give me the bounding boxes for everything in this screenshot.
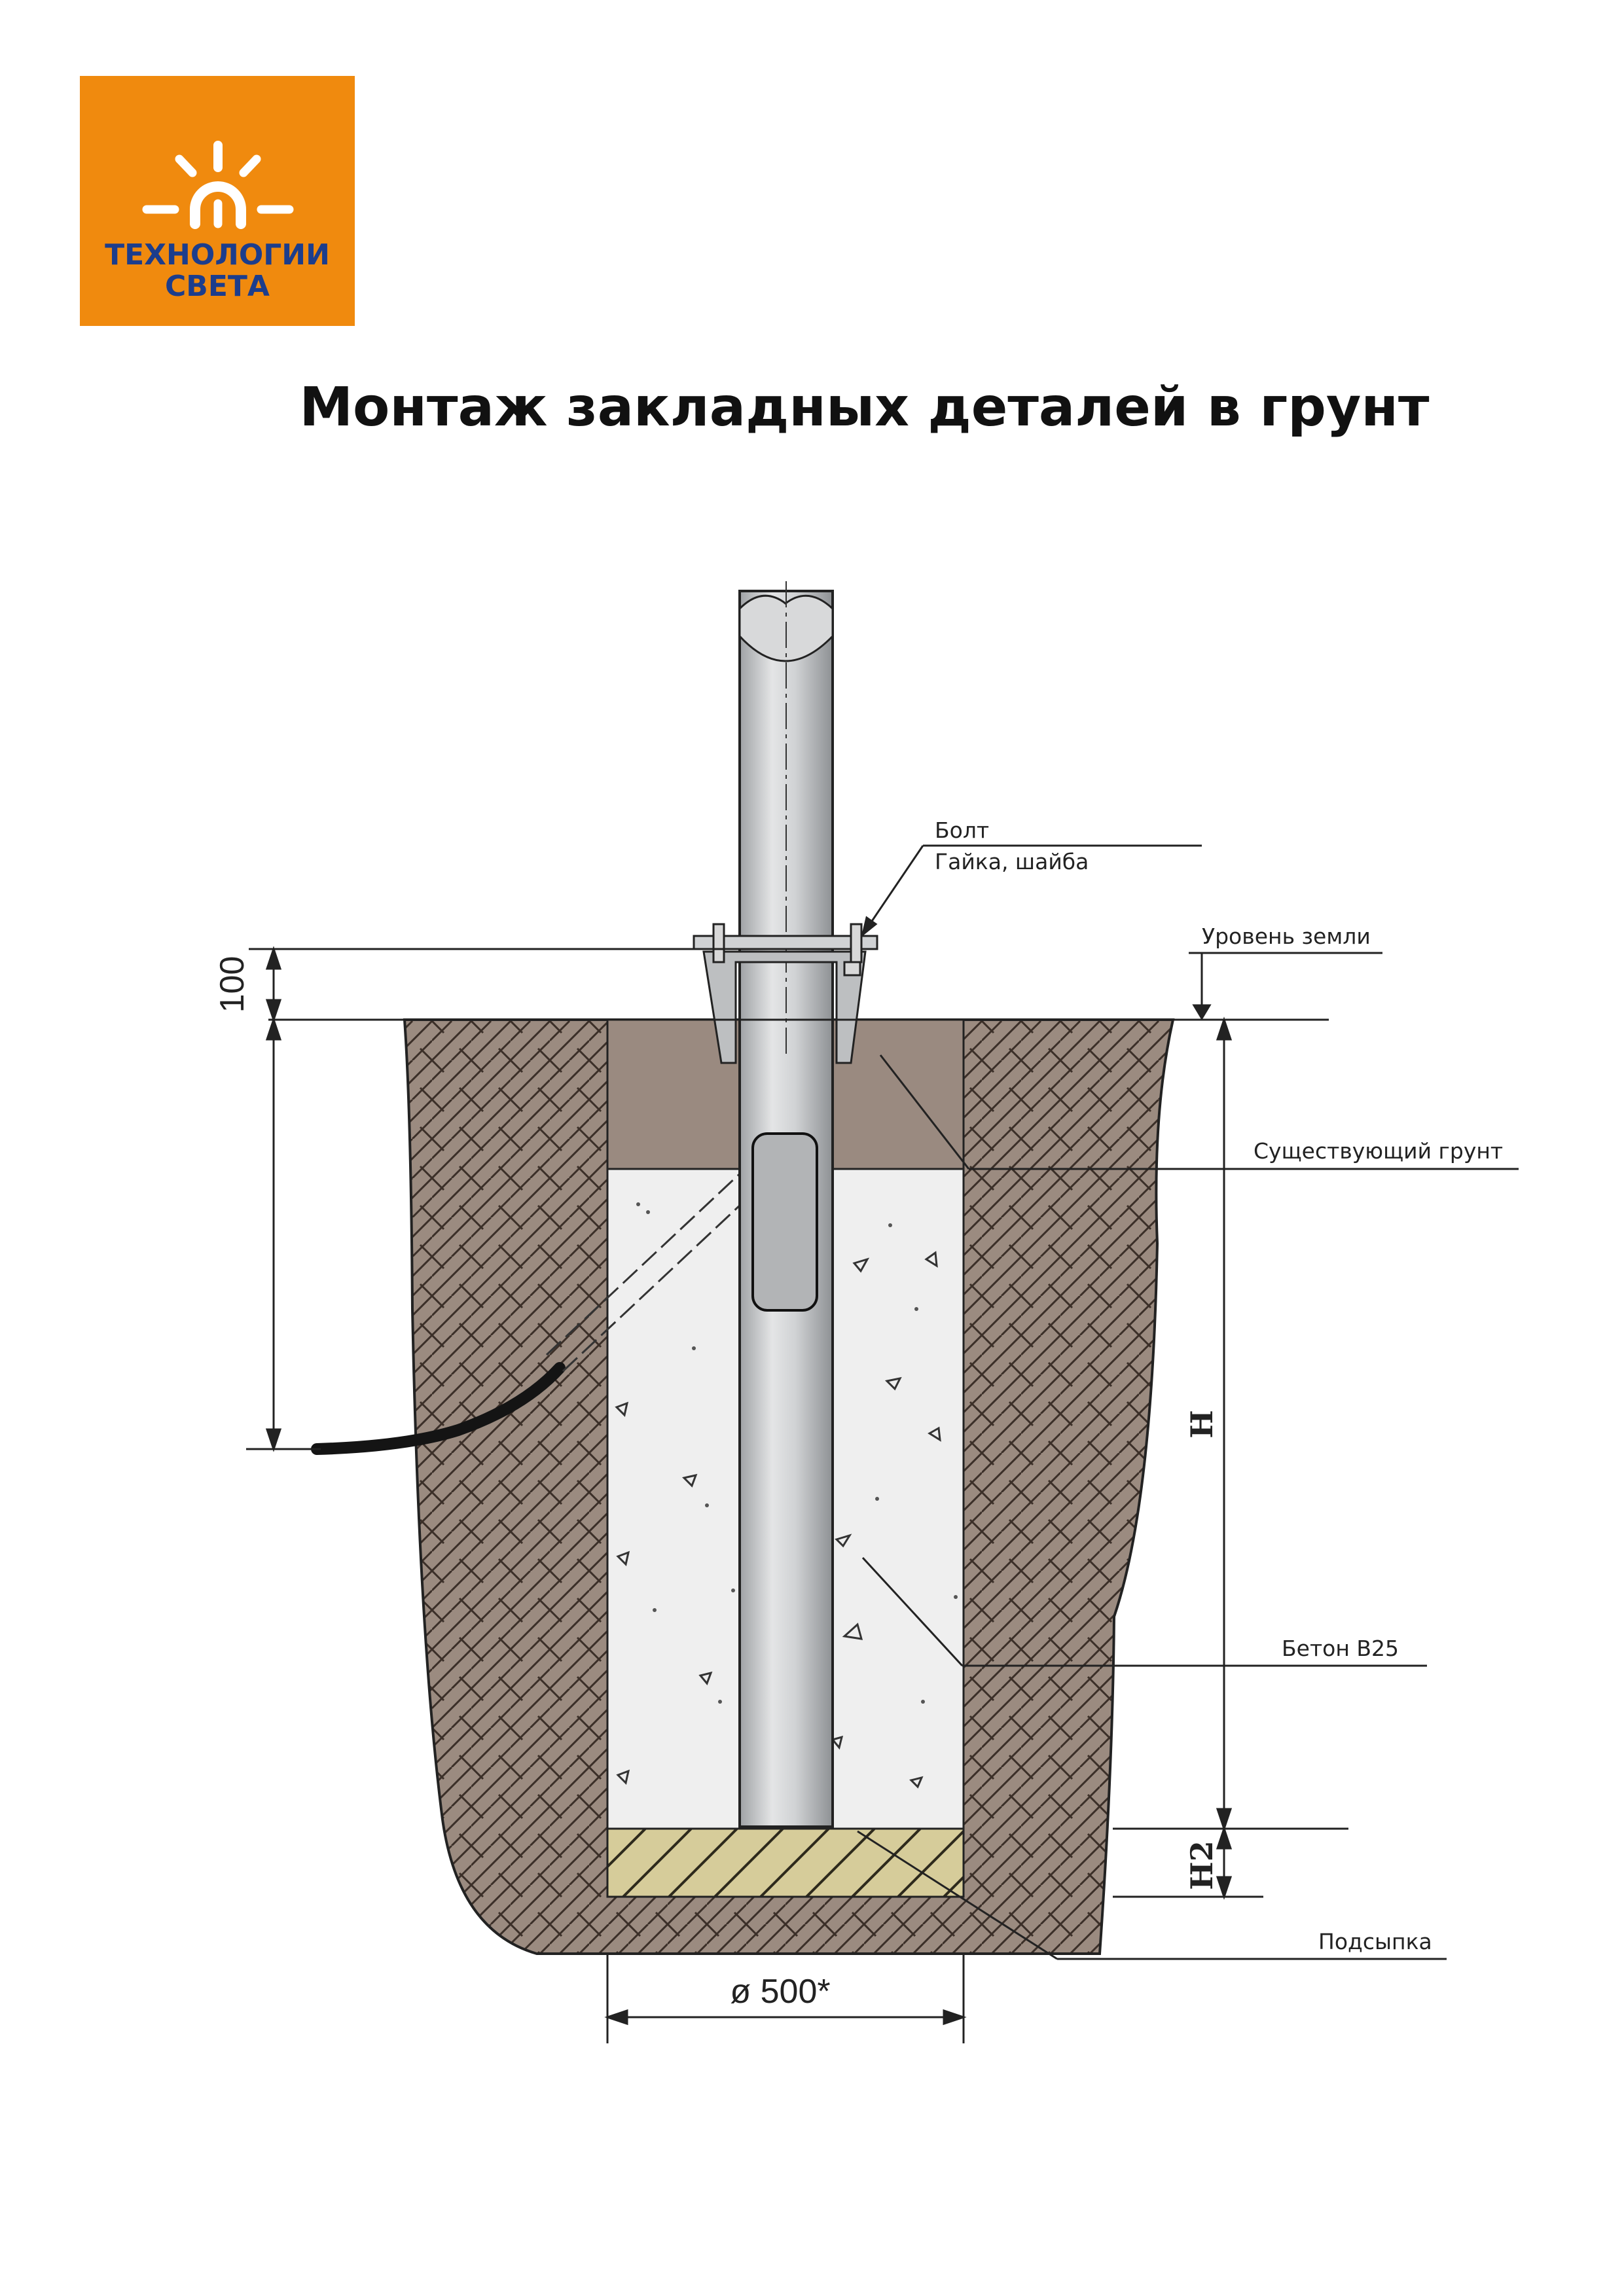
leader-lines	[857, 844, 1519, 1960]
cable-conduit	[545, 1157, 774, 1372]
cable	[311, 1362, 566, 1455]
dim-diameter: ø 500*	[730, 1973, 830, 2011]
label-ground-level: Уровень земли	[1202, 924, 1371, 949]
dimension-bottom	[604, 1954, 967, 2043]
label-backfill: Подсыпка	[1318, 1929, 1432, 1954]
dimension-right	[1113, 1016, 1348, 1900]
bolt-icon	[712, 923, 863, 977]
sun-icon	[142, 141, 294, 229]
label-bolt: Болт	[935, 817, 989, 843]
label-existing-soil: Существующий грунт	[1254, 1138, 1503, 1164]
concrete-dots	[636, 1202, 958, 1704]
logo-line1: ТЕХНОЛОГИИ	[105, 238, 330, 272]
dimension-left	[246, 946, 727, 1452]
cable-entry-slot	[751, 1132, 818, 1312]
backfill-layer	[606, 1827, 965, 1898]
logo-line2: СВЕТА	[165, 270, 270, 303]
company-logo: ТЕХНОЛОГИИ СВЕТА	[80, 76, 355, 326]
dim-height2: H2	[1184, 1840, 1219, 1890]
label-concrete: Бетон В25	[1282, 1636, 1399, 1661]
label-nut-washer: Гайка, шайба	[935, 849, 1089, 874]
concrete-aggregate	[615, 1251, 941, 1789]
page-title: Монтаж закладных деталей в грунт	[299, 376, 1430, 439]
dim-top-offset: 100	[213, 956, 251, 1013]
dim-height: H	[1184, 1410, 1219, 1438]
